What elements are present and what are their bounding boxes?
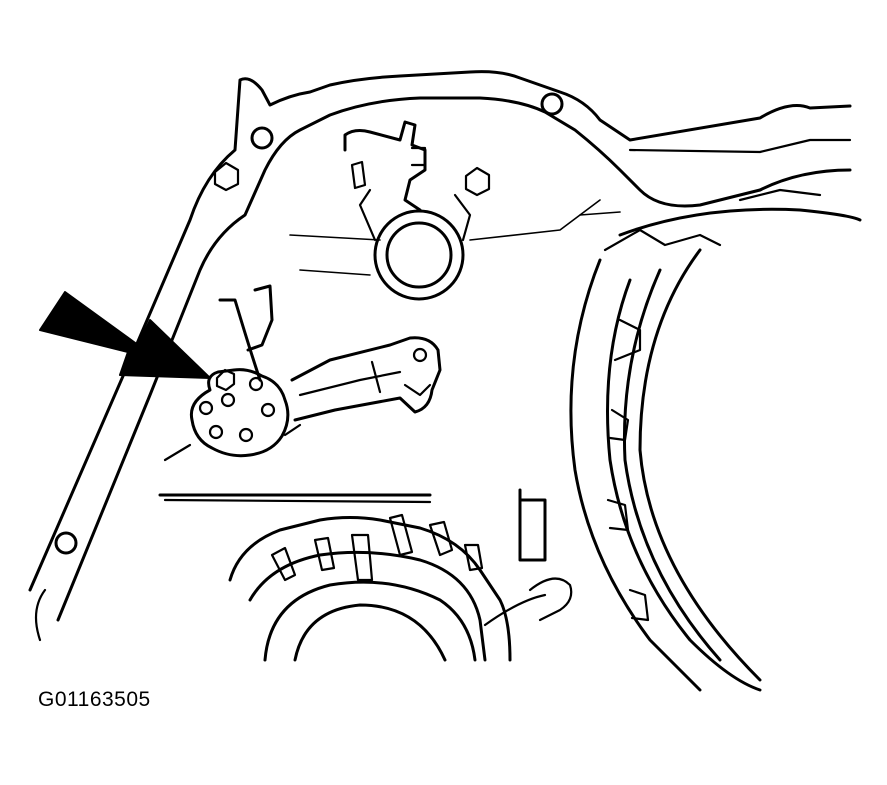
callout-arrow-icon	[39, 291, 211, 379]
tensioner-bracket	[218, 284, 442, 422]
right-bore	[569, 168, 862, 692]
hex-bolt-icon	[464, 166, 491, 197]
cover-outline	[28, 70, 852, 642]
rotor-hole-icon	[198, 400, 214, 416]
bolt-hole-icon	[54, 531, 78, 555]
hex-bolt-icon	[213, 161, 240, 192]
bolt-hole-icon	[540, 92, 564, 116]
bolt-hole-icon	[250, 126, 274, 150]
rotor-hole-icon	[248, 376, 264, 392]
hex-bolt-icon	[215, 368, 236, 392]
rotor-hole-icon	[238, 427, 254, 443]
top-sensor	[343, 120, 472, 301]
rotor-hole-icon	[208, 424, 224, 440]
target-rotor	[163, 368, 302, 462]
bolt-holes	[54, 92, 564, 555]
bottom-pulley	[228, 513, 573, 662]
rotor-hole-icon	[220, 392, 236, 408]
figure-id-label: G01163505	[38, 688, 151, 711]
split-line	[158, 488, 547, 562]
left-edge-detail	[289, 138, 852, 276]
rotor-hole-icon	[260, 402, 276, 418]
